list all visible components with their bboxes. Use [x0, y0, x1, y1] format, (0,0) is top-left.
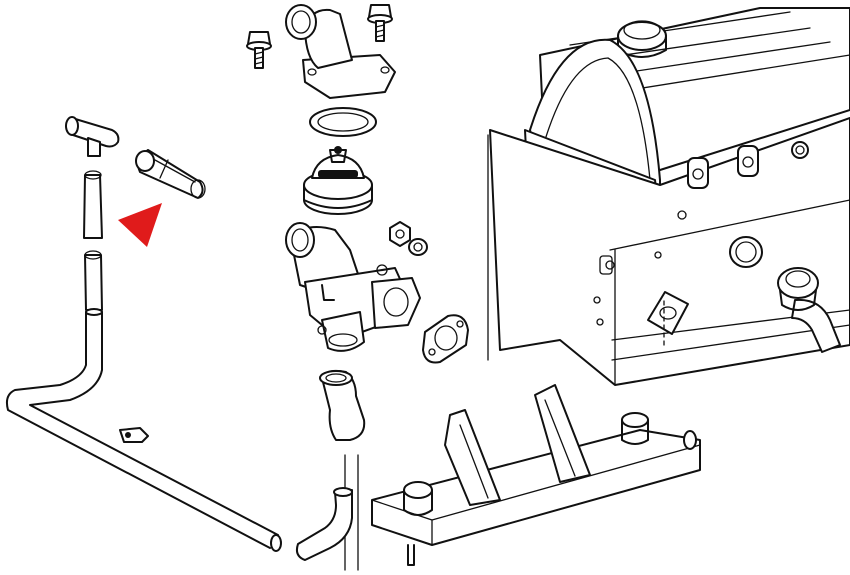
lower-return-hose — [295, 487, 353, 561]
mounting-bracket — [344, 384, 701, 571]
engine-block — [487, 7, 850, 386]
mounting-bolt-right — [367, 4, 393, 42]
mounting-bolt-left — [246, 31, 272, 69]
bypass-hose-lower — [84, 250, 103, 311]
nut — [389, 221, 411, 247]
highlight-arrow — [118, 203, 162, 247]
hose-clamp — [119, 427, 149, 443]
coolant-pipe — [5, 308, 282, 552]
thermostat-housing — [285, 222, 421, 352]
highlighted-coupling-hose — [135, 149, 206, 199]
coolant-elbow-hose — [319, 369, 366, 441]
block-seal-ring — [729, 236, 763, 268]
housing-o-ring — [309, 107, 377, 137]
thermostat — [303, 146, 373, 215]
hose-connector-tee — [65, 116, 120, 157]
water-pipe-fitting — [777, 267, 841, 353]
bypass-hose-upper — [83, 170, 103, 239]
washer — [408, 238, 428, 256]
housing-gasket — [422, 314, 469, 364]
thermostat-housing-cover — [285, 4, 396, 99]
head-ports — [687, 141, 809, 189]
